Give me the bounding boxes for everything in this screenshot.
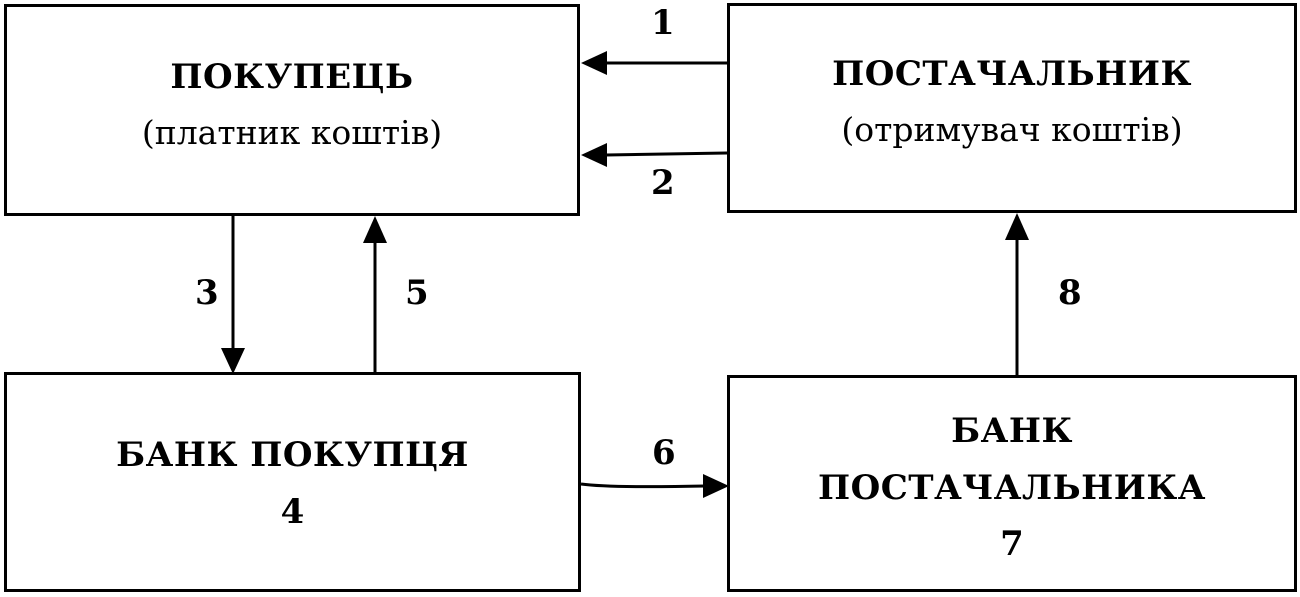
arrow-6	[580, 474, 729, 498]
arrow-8	[1005, 213, 1029, 376]
arrow-2-label: 2	[651, 163, 675, 203]
supplier-bank-title-line2: ПОСТАЧАЛЬНИКА	[817, 467, 1206, 508]
arrow-5-label: 5	[405, 273, 429, 313]
buyer-subtitle: (платник коштів)	[141, 113, 443, 152]
arrow-6-label: 6	[652, 433, 676, 473]
buyer-title: ПОКУПЕЦЬ	[170, 57, 414, 97]
supplier-title: ПОСТАЧАЛЬНИК	[832, 54, 1192, 94]
arrow-5	[363, 216, 387, 373]
supplier-box: ПОСТАЧАЛЬНИК (отримувач коштів)	[727, 3, 1297, 213]
supplier-bank-title-line1: БАНК	[951, 410, 1073, 451]
supplier-bank-number: 7	[1000, 523, 1024, 564]
supplier-subtitle: (отримувач коштів)	[841, 110, 1183, 149]
buyer-bank-title: БАНК ПОКУПЦЯ	[116, 435, 469, 475]
arrow-1	[581, 51, 727, 75]
supplier-bank-box: БАНК ПОСТАЧАЛЬНИКА 7	[727, 375, 1297, 592]
arrow-3	[221, 216, 245, 374]
arrow-3-label: 3	[195, 273, 219, 313]
buyer-box: ПОКУПЕЦЬ (платник коштів)	[4, 4, 580, 216]
buyer-bank-number: 4	[280, 492, 305, 532]
arrow-8-label: 8	[1058, 273, 1082, 313]
arrow-1-label: 1	[651, 3, 675, 43]
arrow-2	[581, 143, 728, 167]
buyer-bank-box: БАНК ПОКУПЦЯ 4	[4, 372, 581, 592]
